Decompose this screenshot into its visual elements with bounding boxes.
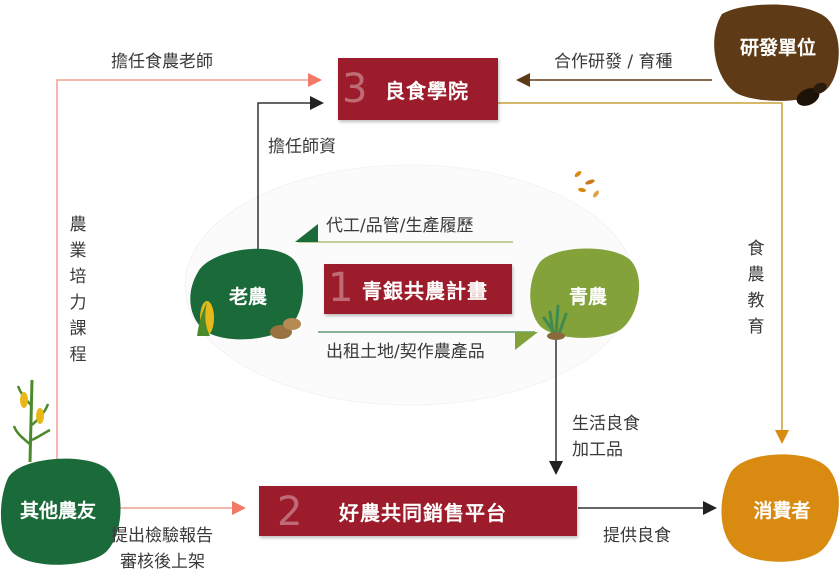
line-faculty: [257, 102, 312, 250]
potato-icon-2: [283, 318, 301, 330]
arrow-faculty: [310, 96, 324, 110]
label-processed-1: 生活良食: [572, 414, 640, 434]
platform-box: 2 好農共同銷售平台: [259, 486, 577, 536]
arrow-rent: [515, 332, 538, 350]
arrow-inspection: [232, 501, 246, 515]
arrow-teacher: [308, 73, 322, 87]
old-farmer-label: 老農: [228, 285, 267, 308]
other-farmers-label: 其他農友: [19, 499, 96, 522]
leaf-icon-2: [585, 179, 595, 185]
arrow-research-academy: [516, 73, 530, 87]
corn-cob-icon: [20, 392, 28, 408]
label-processed-2: 加工品: [572, 440, 623, 460]
label-provide-food: 提供良食: [603, 526, 671, 546]
label-teach-farm-teacher: 擔任食農老師: [111, 52, 213, 72]
line-food-education: [498, 102, 783, 432]
corn-cob-icon-2: [36, 408, 44, 424]
consumer-blob: [721, 454, 839, 562]
research-blob: [714, 4, 839, 101]
label-inspection-2: 審核後上架: [120, 552, 205, 572]
arrow-outsourcing: [295, 224, 318, 242]
platform-number: 2: [277, 489, 303, 535]
program-number: 1: [328, 265, 354, 311]
seedling-icon: [542, 304, 568, 336]
academy-number: 3: [342, 66, 368, 112]
leaf-icon: [574, 171, 582, 177]
leaf-icon-4: [593, 190, 599, 198]
soil-icon: [547, 332, 565, 340]
research-label: 研發單位: [739, 36, 816, 59]
platform-title: 好農共同銷售平台: [339, 500, 507, 525]
label-rent-land: 出租土地/契作農產品: [326, 342, 485, 362]
other-farmers-blob: [0, 458, 121, 565]
program-title: 青銀共農計畫: [362, 278, 488, 303]
label-outsourcing: 代工/品管/生產履歷: [326, 216, 474, 236]
arrow-food-education: [775, 430, 789, 444]
label-inspection-1: 提出檢驗報告: [111, 526, 213, 546]
leaf-icon-3: [578, 187, 586, 193]
label-co-develop: 合作研發 / 育種: [554, 52, 673, 72]
program-box: 1 青銀共農計畫: [324, 264, 512, 314]
label-food-education: 食農教育: [747, 239, 765, 337]
label-agri-training: 農業培力課程: [69, 215, 87, 365]
young-farmer-label: 青農: [568, 285, 607, 308]
bean-icon: [796, 88, 820, 106]
bean-icon-2: [813, 82, 827, 94]
corn-leaf-icon: [197, 302, 210, 336]
line-teacher: [56, 79, 310, 465]
academy-box: 3 良食學院: [338, 58, 498, 120]
consumer-label: 消費者: [753, 499, 811, 522]
academy-title: 良食學院: [385, 78, 469, 103]
label-serve-faculty: 擔任師資: [268, 137, 336, 157]
old-farmer-blob: [190, 248, 304, 340]
arrow-provide: [703, 501, 717, 515]
arrow-processed: [549, 461, 563, 475]
corn-plant-icon: [28, 379, 34, 463]
